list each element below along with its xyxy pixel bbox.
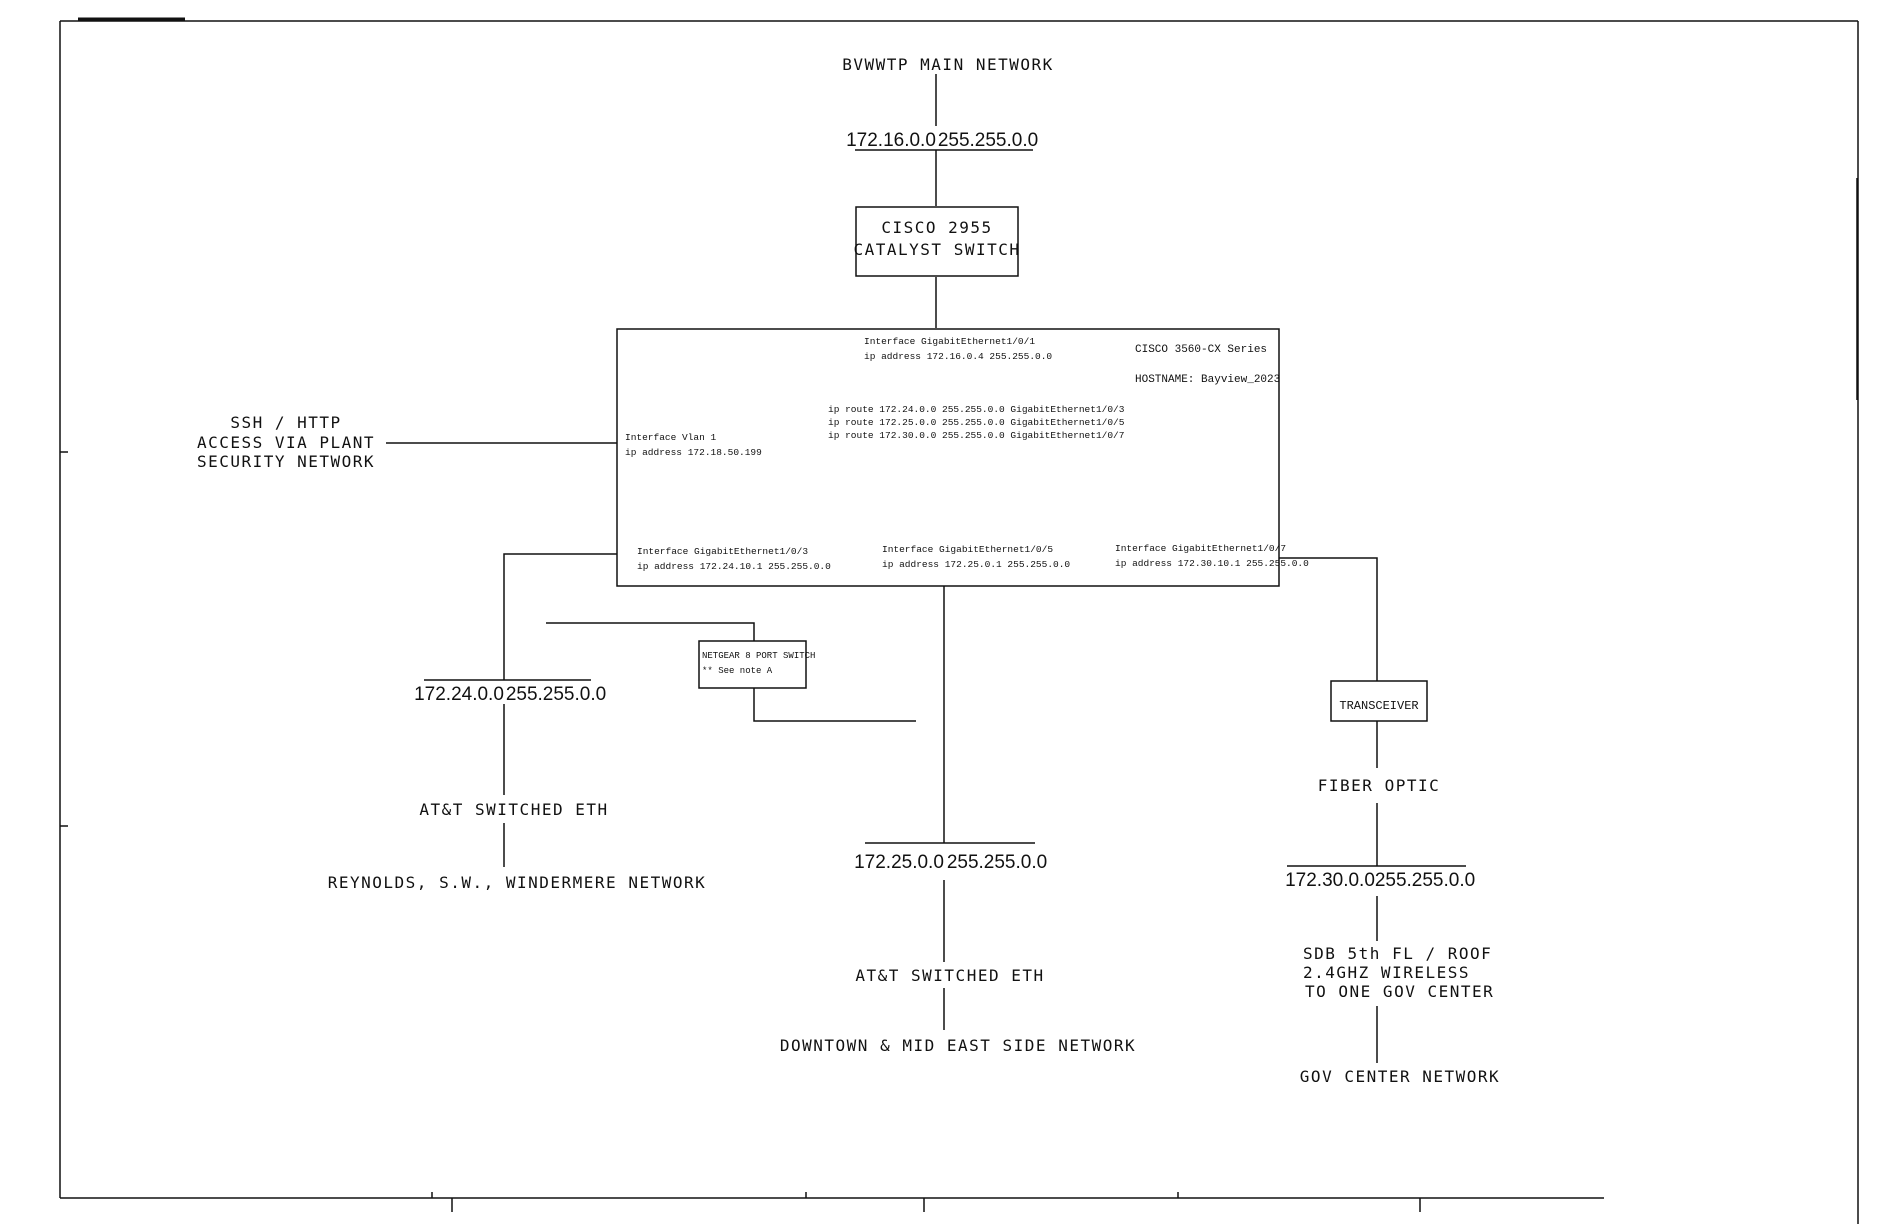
netgear-links	[546, 622, 916, 722]
gov-center-network-label: GOV CENTER NETWORK	[1300, 1067, 1500, 1086]
wireless-link-label-1: SDB 5th FL / ROOF	[1303, 944, 1492, 963]
port3-ip-address: ip address 172.24.10.1 255.255.0.0	[637, 561, 831, 572]
catalyst-switch-box	[855, 206, 1019, 277]
port5-ip-address: ip address 172.25.0.1 255.255.0.0	[882, 559, 1070, 570]
core-switch-hostname: HOSTNAME: Bayview_2023	[1135, 374, 1280, 386]
netgear-switch-label: NETGEAR 8 PORT SWITCH	[702, 651, 815, 661]
left-branch-links	[424, 553, 617, 867]
port7-interface: Interface GigabitEthernet1/0/7	[1115, 543, 1286, 554]
center-network-ip: 172.25.0.0	[854, 852, 944, 873]
uplink-interface: Interface GigabitEthernet1/0/1	[864, 336, 1035, 347]
transceiver-label: TRANSCEIVER	[1339, 699, 1418, 713]
vlan-ip-address: ip address 172.18.50.199	[625, 447, 762, 458]
uplink-ip-address: ip address 172.16.0.4 255.255.0.0	[864, 351, 1052, 362]
netgear-note: ** See note A	[702, 666, 773, 676]
port7-ip-address: ip address 172.30.10.1 255.255.0.0	[1115, 558, 1309, 569]
netgear-switch-box	[698, 640, 807, 689]
left-network-label: REYNOLDS, S.W., WINDERMERE NETWORK	[328, 873, 707, 892]
center-branch-links	[865, 586, 1035, 1030]
center-network-label: DOWNTOWN & MID EAST SIDE NETWORK	[780, 1036, 1136, 1055]
right-network-mask: 255.255.0.0	[1375, 870, 1475, 891]
main-network-mask: 255.255.0.0	[938, 130, 1038, 151]
left-network-ip: 172.24.0.0	[414, 684, 504, 705]
wireless-link-label-2: 2.4GHZ WIRELESS	[1303, 963, 1470, 982]
drawing-border	[59, 17, 1859, 1224]
route-172-24: ip route 172.24.0.0 255.255.0.0 GigabitE…	[828, 404, 1125, 415]
catalyst-switch-label-2: CATALYST SWITCH	[854, 240, 1021, 259]
main-network-label: BVWWTP MAIN NETWORK	[842, 55, 1054, 74]
fiber-optic-label: FIBER OPTIC	[1318, 776, 1440, 795]
left-network-mask: 255.255.0.0	[506, 684, 606, 705]
core-switch-model: CISCO 3560-CX Series	[1135, 344, 1267, 356]
right-branch-links	[1279, 557, 1466, 1063]
right-network-ip: 172.30.0.0	[1285, 870, 1375, 891]
route-172-30: ip route 172.30.0.0 255.255.0.0 GigabitE…	[828, 430, 1124, 441]
core-switch-box	[616, 328, 1280, 587]
center-network-mask: 255.255.0.0	[947, 852, 1047, 873]
ssh-access-label-3: SECURITY NETWORK	[197, 452, 375, 471]
catalyst-switch-label-1: CISCO 2955	[881, 218, 992, 237]
ssh-access-label-2: ACCESS VIA PLANT	[197, 433, 375, 452]
vlan-interface: Interface Vlan 1	[625, 432, 717, 443]
port3-interface: Interface GigabitEthernet1/0/3	[637, 546, 808, 557]
wireless-link-label-3: TO ONE GOV CENTER	[1305, 982, 1494, 1001]
ssh-access-label-1: SSH / HTTP	[230, 413, 341, 432]
main-network-ip: 172.16.0.0	[846, 130, 936, 151]
port5-interface: Interface GigabitEthernet1/0/5	[882, 544, 1053, 555]
center-carrier-label: AT&T SWITCHED ETH	[855, 966, 1044, 985]
left-carrier-label: AT&T SWITCHED ETH	[419, 800, 608, 819]
route-172-25: ip route 172.25.0.0 255.255.0.0 GigabitE…	[828, 417, 1125, 428]
transceiver-box	[1330, 680, 1428, 722]
main-network-links	[855, 74, 1033, 328]
